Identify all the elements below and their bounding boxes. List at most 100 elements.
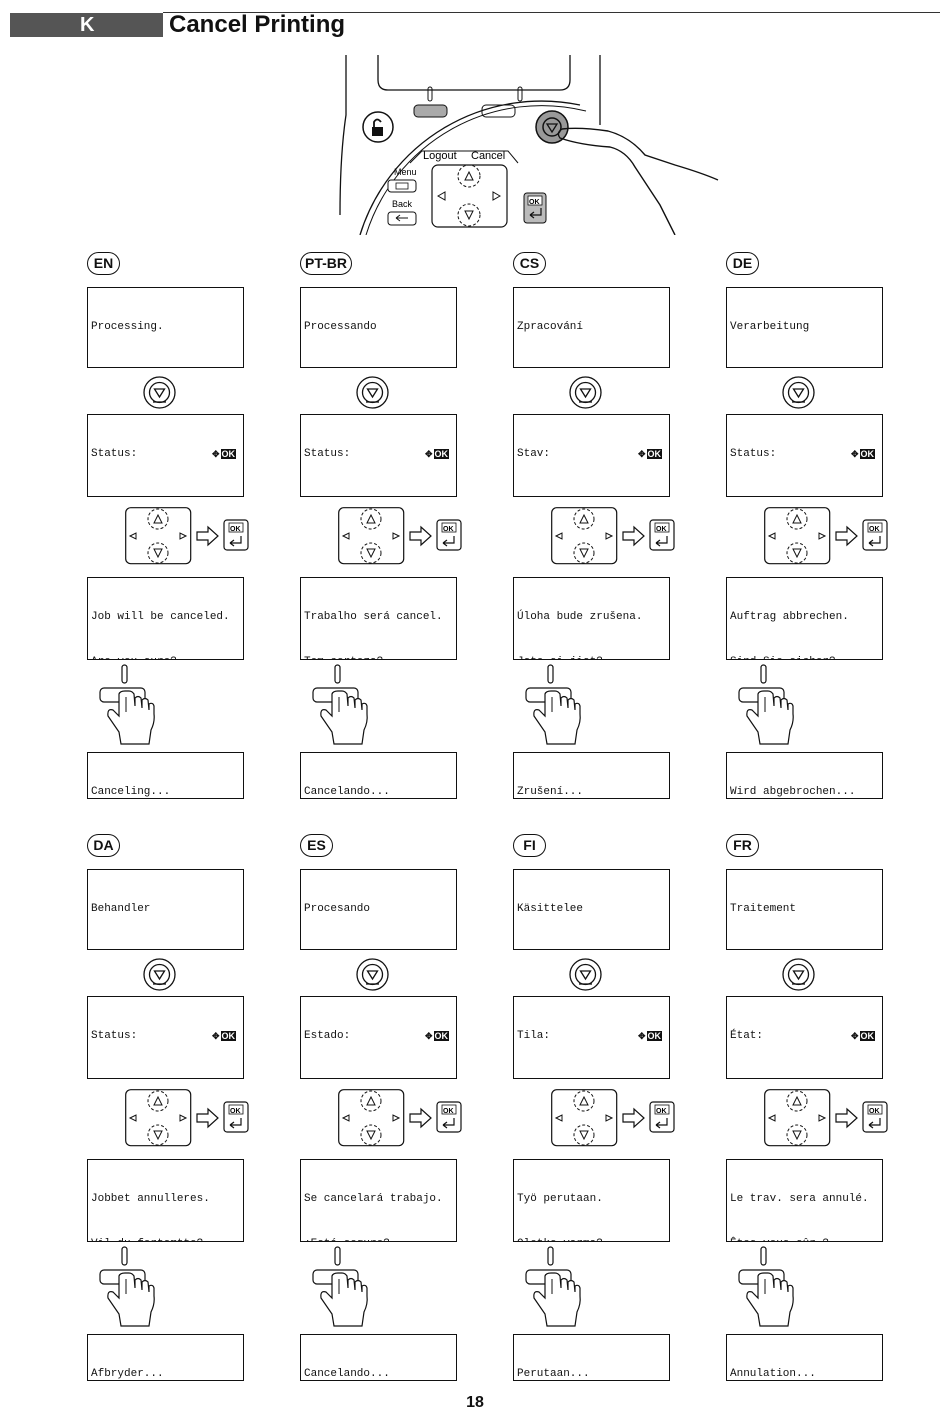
status-title: Status: xyxy=(91,1030,138,1043)
canceling-message: Afbryder... xyxy=(91,1368,164,1381)
header-rule xyxy=(163,12,940,13)
lcd-processing-screen: Processing. A4 Plain 1/ 5 [Status ] [Job… xyxy=(87,287,244,368)
status-line: Zpracování xyxy=(517,321,584,334)
lcd-line: Zrušení... xyxy=(517,785,666,798)
navigation-keys-illustration: OK xyxy=(551,507,675,565)
lcd-confirm-screen: Trabalho será cancel. Tem certeza? ⟶0108… xyxy=(300,577,457,660)
lcd-canceling-screen: Afbryder... xyxy=(87,1334,244,1381)
stop-button-icon xyxy=(356,958,389,991)
lcd-line: Auftrag abbrechen. xyxy=(730,610,879,625)
navigation-keys-illustration: OK xyxy=(338,1089,462,1147)
lcd-line: Status: ✥OK xyxy=(730,447,879,462)
lcd-line: Are you sure? xyxy=(91,655,240,660)
language-column-de: DE Verarbeitung A4 Normal 1/ 5 [Status ]… xyxy=(726,252,946,812)
lcd-confirm-screen: Se cancelará trabajo. ¿Está seguro? ⟶010… xyxy=(300,1159,457,1242)
lcd-line: Êtes-vous sûr ? xyxy=(730,1237,879,1242)
lcd-processing-screen: Processando A4 Comum 1/ 5 [Status ] [L. … xyxy=(300,287,457,368)
lcd-confirm-screen: Job will be canceled. Are you sure? ⟶010… xyxy=(87,577,244,660)
control-panel-illustration: Logout Cancel Menu Back OK xyxy=(339,55,719,235)
language-column-es: ES Procesando A4 Normal 1/ 5 [Estado ] [… xyxy=(300,834,520,1394)
stop-button-icon xyxy=(569,376,602,409)
stop-button-icon xyxy=(569,958,602,991)
lcd-processing-screen: Käsittelee A4 Norm 1/ 5 [Tila ] [Työlist… xyxy=(513,869,670,950)
lcd-line: Processing. xyxy=(91,320,240,335)
language-badge: DA xyxy=(87,834,120,857)
confirm-message: Se cancelará trabajo. xyxy=(304,1193,443,1206)
lcd-line: Käsittelee xyxy=(517,902,666,917)
status-title: Stav: xyxy=(517,448,551,461)
lcd-line: Oletko varma? xyxy=(517,1237,666,1242)
navigation-keys-illustration: OK xyxy=(338,507,462,565)
lcd-canceling-screen: Wird abgebrochen... xyxy=(726,752,883,799)
svg-text:OK: OK xyxy=(443,1108,454,1115)
select-ok-icon: ✥OK xyxy=(637,1031,662,1042)
lcd-line: Traitement xyxy=(730,902,879,917)
stop-button-icon xyxy=(143,958,176,991)
lcd-line: Tila: ✥OK xyxy=(517,1029,666,1044)
status-line: Processing. xyxy=(91,321,164,334)
language-column-en: EN Processing. A4 Plain 1/ 5 [Status ] [… xyxy=(87,252,307,812)
canceling-message: Wird abgebrochen... xyxy=(730,786,856,799)
language-column-cs: CS Zpracování A4 Běžný 1/ 5 [Stav ] [Sez… xyxy=(513,252,733,812)
finger-press-icon xyxy=(99,1246,155,1327)
lcd-line: Sind Sie sicher? xyxy=(730,655,879,660)
lcd-line: Tem certeza? xyxy=(304,655,453,660)
confirm-question: Are you sure? xyxy=(91,655,177,660)
lcd-line: Jobbet annulleres. xyxy=(91,1192,240,1207)
lcd-canceling-screen: Perutaan... xyxy=(513,1334,670,1381)
back-label: Back xyxy=(392,199,413,209)
select-ok-icon: ✥OK xyxy=(424,449,449,460)
confirm-question: Êtes-vous sûr ? xyxy=(730,1237,829,1242)
lcd-confirm-screen: Le trav. sera annulé. Êtes-vous sûr ? ⟶0… xyxy=(726,1159,883,1242)
lcd-processing-screen: Traitement A4 Normal 1/ 5 [État ] [Liste… xyxy=(726,869,883,950)
status-title: Status: xyxy=(91,448,138,461)
status-line: Procesando xyxy=(304,903,371,916)
finger-press-icon xyxy=(525,664,581,745)
svg-text:OK: OK xyxy=(869,526,880,533)
canceling-message: Annulation... xyxy=(730,1368,816,1381)
lcd-line: Job will be canceled. xyxy=(91,610,240,625)
lcd-status-screen: État: ✥OK 0108 20061120dat 0109 gui xyxy=(726,996,883,1079)
lcd-status-screen: Status: ✥OK 0108 20061120dat 0109 gui xyxy=(726,414,883,497)
language-column-da: DA Behandler A4 Normal 1/ 5 [Status ] [J… xyxy=(87,834,307,1394)
status-line: Processando xyxy=(304,321,377,334)
confirm-message: Jobbet annulleres. xyxy=(91,1193,210,1206)
page-title: Cancel Printing xyxy=(169,11,346,38)
lcd-line: Wird abgebrochen... xyxy=(730,785,879,799)
lcd-line: Trabalho será cancel. xyxy=(304,610,453,625)
lcd-processing-screen: Procesando A4 Normal 1/ 5 [Estado ] [L. … xyxy=(300,869,457,950)
canceling-message: Canceling... xyxy=(91,786,171,799)
navigation-keys-illustration: OK xyxy=(764,1089,888,1147)
language-badge: EN xyxy=(87,252,120,275)
stop-button-icon xyxy=(782,958,815,991)
language-badge: FI xyxy=(513,834,546,857)
lcd-processing-screen: Zpracování A4 Běžný 1/ 5 [Stav ] [Sez úl… xyxy=(513,287,670,368)
lcd-line: Estado: ✥OK xyxy=(304,1029,453,1044)
language-badge: PT-BR xyxy=(300,252,352,275)
language-column-pt-br: PT-BR Processando A4 Comum 1/ 5 [Status … xyxy=(300,252,520,812)
menu-label: Menu xyxy=(394,167,417,177)
lcd-status-screen: Tila: ✥OK 0108 20061120dat 0109 gui xyxy=(513,996,670,1079)
finger-press-icon xyxy=(312,1246,368,1327)
lcd-line: ¿Está seguro? xyxy=(304,1237,453,1242)
lcd-line: Behandler xyxy=(91,902,240,917)
canceling-message: Cancelando... xyxy=(304,1368,390,1381)
lcd-line: Cancelando... xyxy=(304,1367,453,1381)
confirm-question: Vil du fortsætte? xyxy=(91,1237,203,1242)
lcd-canceling-screen: Zrušení... xyxy=(513,752,670,799)
confirm-question: Oletko varma? xyxy=(517,1237,603,1242)
lcd-line: Status: ✥OK xyxy=(304,447,453,462)
lcd-status-screen: Status: ✥OK 0108 20061120dat 0109 gui xyxy=(300,414,457,497)
confirm-message: Työ perutaan. xyxy=(517,1193,603,1206)
lcd-status-screen: Status: ✥OK 0108 20061120dat 0109 gui xyxy=(87,414,244,497)
language-badge: FR xyxy=(726,834,759,857)
page-number: 18 xyxy=(466,1394,484,1411)
lcd-confirm-screen: Työ perutaan. Oletko varma? ⟶0108 200611… xyxy=(513,1159,670,1242)
confirm-message: Úloha bude zrušena. xyxy=(517,611,643,624)
language-column-fi: FI Käsittelee A4 Norm 1/ 5 [Tila ] [Työl… xyxy=(513,834,733,1394)
navigation-keys-illustration: OK xyxy=(125,1089,249,1147)
lcd-confirm-screen: Auftrag abbrechen. Sind Sie sicher? ⟶010… xyxy=(726,577,883,660)
lcd-line: Le trav. sera annulé. xyxy=(730,1192,879,1207)
status-title: Status: xyxy=(304,448,351,461)
lcd-canceling-screen: Canceling... xyxy=(87,752,244,799)
